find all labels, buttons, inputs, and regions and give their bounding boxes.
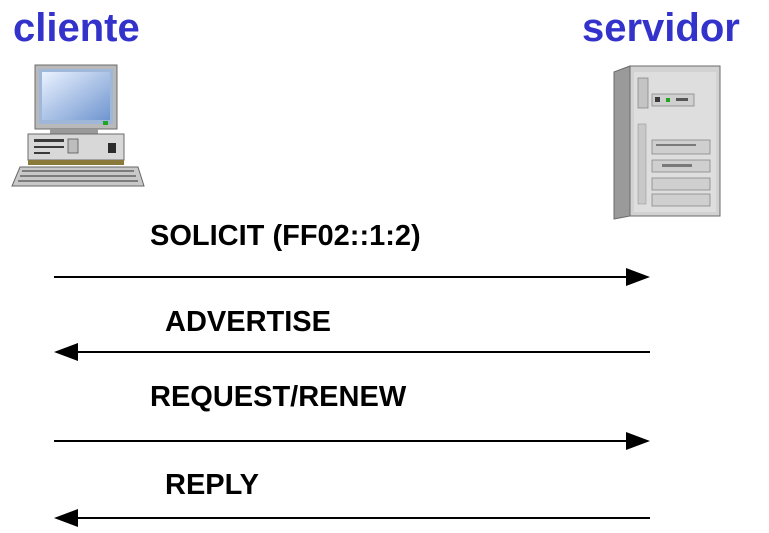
message-request-renew-label: REQUEST/RENEW xyxy=(150,381,407,413)
arrow-right-icon xyxy=(54,267,650,287)
message-solicit-label: SOLICIT (FF02::1:2) xyxy=(150,220,421,252)
message-reply-label: REPLY xyxy=(165,469,260,501)
message-advertise-label: ADVERTISE xyxy=(165,306,331,338)
arrow-left-icon xyxy=(54,342,650,362)
desktop-computer-icon xyxy=(8,63,148,189)
server-tower-icon xyxy=(610,64,722,220)
arrow-left-icon xyxy=(54,508,650,528)
server-label: servidor xyxy=(582,6,740,50)
client-label: cliente xyxy=(13,6,140,50)
arrow-right-icon xyxy=(54,431,650,451)
